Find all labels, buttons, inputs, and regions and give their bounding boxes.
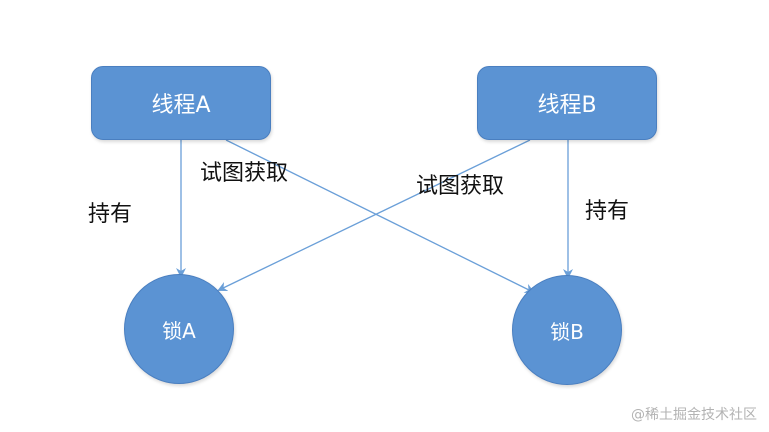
watermark: @稀土掘金技术社区 <box>631 407 757 423</box>
edge-label-thread-b-tries-lock-a: 试图获取 <box>416 174 505 199</box>
arrow-thread-b-tries-lock-a <box>217 139 531 292</box>
arrow-thread-a-tries-lock-b <box>225 139 535 293</box>
node-thread-b-label: 线程B <box>537 93 597 118</box>
node-thread-a-label: 线程A <box>151 93 211 118</box>
edge-label-thread-a-holds-lock-a: 持有 <box>88 202 133 227</box>
edge-label-thread-a-tries-lock-b: 试图获取 <box>200 161 289 186</box>
edge-label-thread-b-holds-lock-b: 持有 <box>585 199 630 224</box>
node-thread-b: 线程B <box>477 66 657 140</box>
node-lock-a-label: 锁A <box>162 318 196 343</box>
node-lock-a: 锁A <box>124 274 234 384</box>
node-thread-a: 线程A <box>91 66 271 140</box>
node-lock-b: 锁B <box>512 275 622 385</box>
node-lock-b-label: 锁B <box>550 319 584 344</box>
